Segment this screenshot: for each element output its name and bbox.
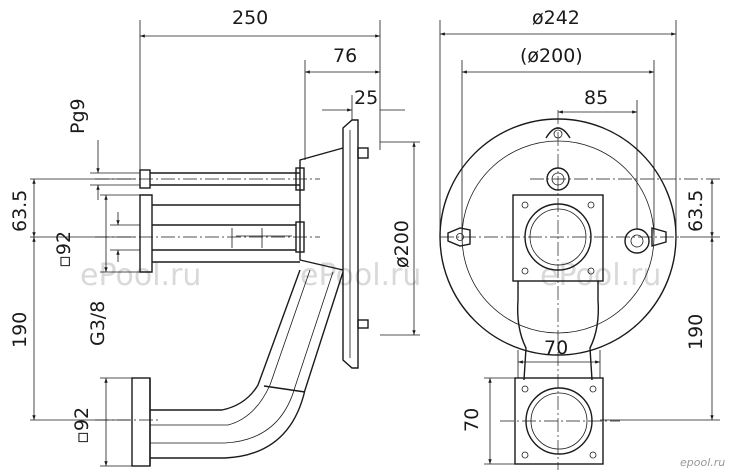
label-d242: ø242 bbox=[532, 7, 580, 29]
label-250: 250 bbox=[232, 7, 268, 29]
lower-bent-pipe bbox=[131, 269, 344, 467]
label-g38: G3/8 bbox=[87, 301, 109, 346]
watermarks: ePool.ru ePool.ru ePool.ru epool.ru bbox=[80, 258, 725, 469]
side-view: 250 76 25 Pg9 63.5 ▫92 G3/8 190 ▫92 ø200 bbox=[9, 7, 420, 467]
label-25: 25 bbox=[354, 87, 378, 109]
label-pg9: Pg9 bbox=[67, 98, 89, 134]
watermark-logo: epool.ru bbox=[680, 456, 725, 469]
label-76: 76 bbox=[333, 45, 357, 67]
label-70-h: 70 bbox=[544, 337, 568, 359]
label-sq92-bottom: ▫92 bbox=[71, 407, 93, 444]
label-190-left: 190 bbox=[9, 312, 31, 348]
label-85: 85 bbox=[584, 87, 608, 109]
watermark-right: ePool.ru bbox=[540, 258, 661, 293]
label-190-right: 190 bbox=[685, 314, 707, 350]
wall-flange bbox=[342, 119, 359, 369]
upper-pipe bbox=[139, 194, 305, 273]
label-70-v: 70 bbox=[461, 408, 483, 432]
label-d200-side: ø200 bbox=[391, 220, 413, 268]
watermark-middle: ePool.ru bbox=[300, 258, 421, 293]
label-63-5-left: 63.5 bbox=[9, 190, 31, 232]
watermark-left: ePool.ru bbox=[80, 258, 201, 293]
front-view: ø242 (ø200) 85 63.5 190 70 70 bbox=[439, 7, 720, 470]
label-d200-front: (ø200) bbox=[520, 45, 583, 67]
label-63-5-right: 63.5 bbox=[685, 190, 707, 232]
label-sq92-top: ▫92 bbox=[53, 231, 75, 268]
flange-hub bbox=[299, 147, 344, 271]
